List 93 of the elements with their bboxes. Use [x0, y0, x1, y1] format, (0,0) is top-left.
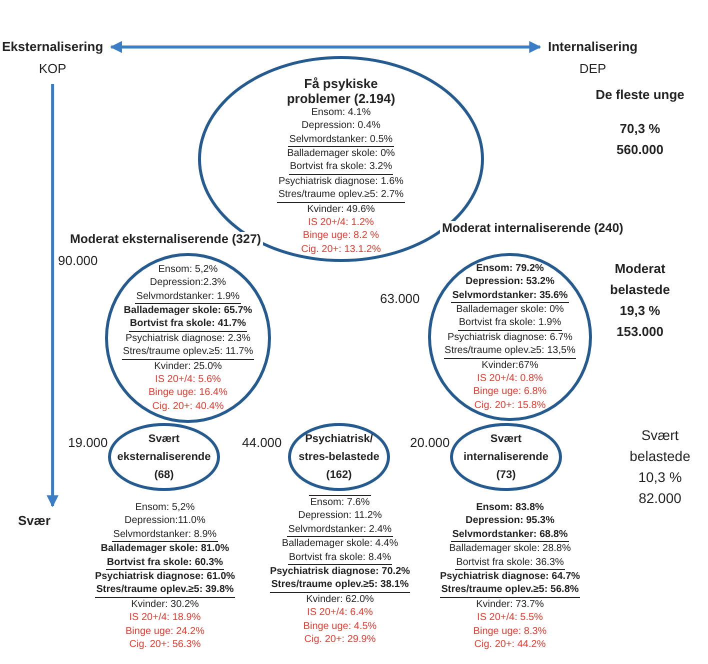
statistic-text: Kvinder: 49.6%	[306, 202, 376, 216]
arrow	[110, 41, 542, 53]
statistic-text: Ballademager skole: 0%	[286, 146, 396, 160]
statistic-text: Psychiatrisk diagnose: 61.0%	[94, 570, 236, 584]
axis-label: Internalisering	[548, 38, 638, 56]
arrow	[46, 84, 59, 508]
statistic-text: Ballademager skole: 81.0%	[100, 542, 230, 556]
statistic-text: Ensom: 7.6%	[309, 495, 371, 510]
axis-label: Eksternalisering	[2, 38, 104, 56]
statistic-text: Binge uge: 4.5%	[302, 620, 378, 634]
summary-text: 10,3 %	[637, 468, 683, 487]
statistic-text: Ballademager skole: 4.4%	[280, 537, 400, 551]
summary-text: De fleste unge	[595, 86, 685, 104]
summary-text: 19,3 %	[618, 302, 662, 320]
statistic-text: Stres/traume oplev.≥5: 13,5%	[444, 344, 576, 359]
group-heading: Få psykiske problemer (2.194)	[286, 76, 396, 106]
statistic-text: Cig. 20+: 44.2%	[473, 638, 547, 652]
statistic-text: Bortvist fra skole: 36.3%	[455, 556, 565, 570]
summary-text: Moderat belastede	[609, 260, 671, 299]
group-heading: Moderat internaliserende (240)	[440, 221, 626, 236]
statistic-text: Selvmordstanker: 1.9%	[135, 290, 241, 304]
statistic-text: Depression: 0.4%	[300, 119, 382, 133]
statistic-text: IS 20+/4: 1.2%	[307, 216, 375, 230]
statistic-text: Ensom: 4.1%	[310, 106, 372, 120]
statistic-text: Depression: 11.2%	[297, 509, 383, 523]
statistic-text: IS 20+/4: 6.4%	[306, 606, 374, 620]
statistic-text: Depression:2.3%	[148, 276, 228, 290]
statistic-text: Stres/traume oplev.≥5: 39.8%	[95, 583, 235, 598]
count-text: 63.000	[380, 291, 420, 306]
statistic-text: Stres/traume oplev.≥5: 2.7%	[277, 188, 405, 203]
count-text: 19.000	[68, 435, 108, 450]
summary-text: 82.000	[638, 489, 682, 508]
statistic-text: Cig. 20+: 29.9%	[303, 633, 377, 646]
summary-text: 153.000	[616, 323, 664, 341]
count-text: 90.000	[58, 253, 98, 268]
statistic-text: Ensom: 79.2%	[475, 262, 545, 276]
summary-text: 70,3 %	[618, 120, 662, 138]
statistic-text: Kvinder: 25.0%	[153, 360, 223, 374]
statistic-text: IS 20+/4: 18.9%	[128, 611, 202, 625]
statistic-text: Psychiatrisk diagnose: 70.2%	[268, 565, 412, 578]
statistic-text: Cig. 20+: 56.3%	[128, 638, 202, 652]
statistic-text: Psychiatrisk diagnose: 6.7%	[446, 330, 574, 344]
statistic-text: Ensom: 83.8%	[475, 501, 545, 514]
axis-label: Svær	[18, 512, 51, 530]
group-heading: Psychiatrisk/ stres-belastede (162)	[298, 432, 380, 483]
axis-sublabel: DEP	[579, 60, 606, 78]
statistic-text: Kvinder: 62.0%	[305, 592, 375, 606]
statistic-text: Selvmordstanker: 68.8%	[451, 528, 569, 542]
statistic-text: Binge uge: 24.2%	[124, 624, 206, 638]
statistic-text: Bortvist fra skole: 8.4%	[288, 550, 392, 566]
group-heading: Svært internaliserende (73)	[462, 432, 550, 483]
statistic-text: Binge uge: 6.8%	[472, 385, 548, 399]
statistic-text: Selvmordstanker: 0.5%	[288, 132, 394, 147]
statistic-text: Ensom: 5,2%	[134, 501, 196, 514]
summary-text: Svært belastede	[628, 426, 692, 466]
statistic-text: Psychiatrisk diagnose: 1.6%	[277, 174, 405, 188]
statistic-text: Bortvist fra skole: 41.7%	[128, 317, 248, 332]
summary-text: 560.000	[616, 141, 664, 159]
statistic-text: Depression:11.0%	[124, 514, 206, 528]
statistic-text: Ensom: 5,2%	[157, 262, 219, 276]
statistic-text: Kvinder: 30.2%	[130, 598, 200, 612]
statistic-text: Kvinder:67%	[480, 358, 540, 372]
statistic-text: Selvmordstanker: 8.9%	[112, 528, 218, 542]
statistic-text: Bortvist fra skole: 3.2%	[288, 160, 394, 175]
statistic-text: Ballademager skole: 0%	[455, 302, 565, 316]
statistic-text: Cig. 20+: 13.1.2%	[300, 242, 382, 256]
group-heading: Svært eksternaliserende (68)	[116, 432, 212, 483]
axis-sublabel: KOP	[38, 60, 66, 78]
statistic-text: Ballademager skole: 65.7%	[122, 304, 254, 318]
statistic-text: Ballademager skole: 28.8%	[448, 542, 572, 556]
statistic-text: Selvmordstanker: 35.6%	[451, 288, 569, 303]
statistic-text: Selvmordstanker: 2.4%	[287, 522, 393, 538]
count-text: 20.000	[410, 435, 450, 450]
statistic-text: Stres/traume oplev.≥5: 11.7%	[122, 345, 254, 360]
statistic-text: Depression: 53.2%	[464, 275, 556, 289]
statistic-text: IS 20+/4: 5.6%	[154, 373, 222, 386]
statistic-text: Bortvist fra skole: 1.9%	[458, 316, 562, 331]
statistic-text: Cig. 20+: 15.8%	[473, 398, 547, 412]
statistic-text: Binge uge: 8.3%	[472, 624, 548, 638]
statistic-text: IS 20+/4: 0.8%	[476, 372, 544, 386]
statistic-text: Psychiatrisk diagnose: 2.3%	[124, 332, 252, 346]
statistic-text: Stres/traume oplev.≥5: 38.1%	[270, 578, 410, 593]
statistic-text: Binge uge: 16.4%	[148, 386, 228, 400]
statistic-text: Psychiatrisk diagnose: 64.7%	[438, 570, 582, 584]
statistic-text: IS 20+/4: 5.5%	[476, 611, 544, 625]
statistic-text: Kvinder: 73.7%	[475, 598, 545, 612]
group-heading: Moderat eksternaliserende (327)	[68, 232, 264, 247]
statistic-text: Depression: 95.3%	[464, 514, 556, 528]
statistic-text: Bortvist fra skole: 60.3%	[106, 556, 224, 570]
count-text: 44.000	[242, 435, 282, 450]
statistic-text: Stres/traume oplev.≥5: 56.8%	[440, 583, 580, 598]
statistic-text: Binge uge: 8.2 %	[302, 229, 380, 243]
statistic-text: Cig. 20+: 40.4%	[151, 400, 225, 414]
